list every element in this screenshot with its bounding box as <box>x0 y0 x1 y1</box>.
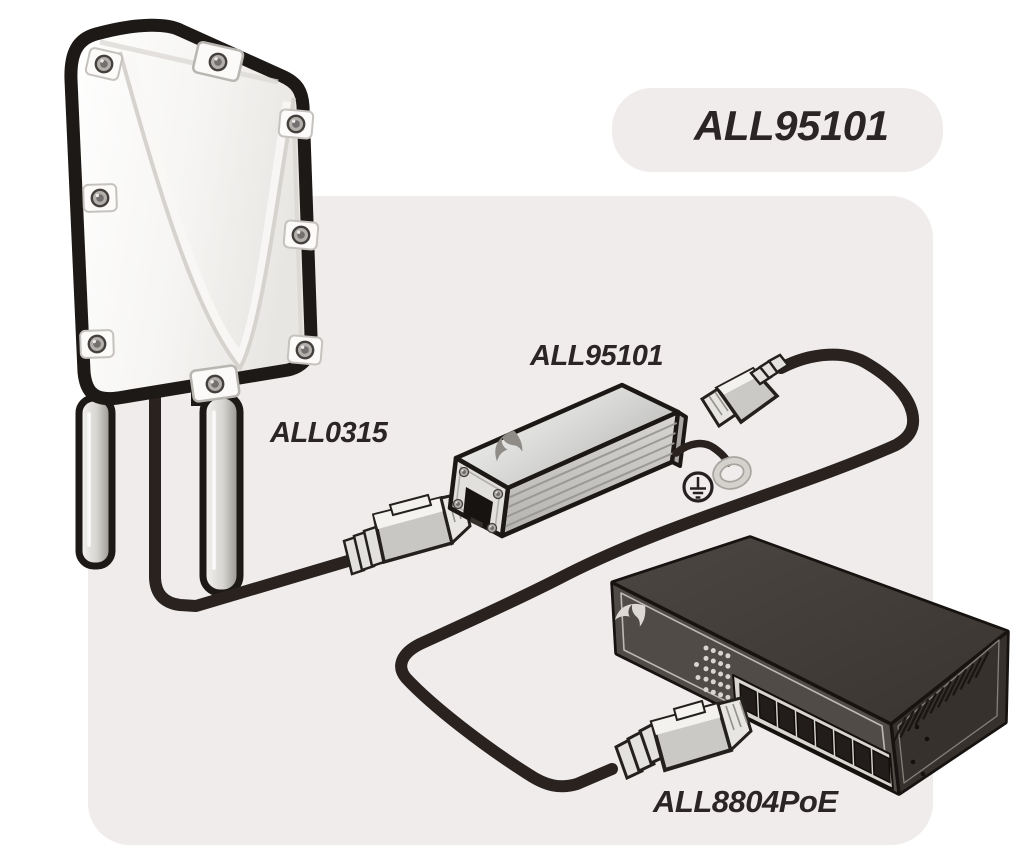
enclosure-bottom-tab <box>189 364 241 403</box>
poe-injector <box>447 382 688 539</box>
rj45-jack <box>463 487 493 530</box>
rj45-plug-ap-cable <box>342 491 472 576</box>
poe-switch <box>610 535 1010 796</box>
ground-symbol-icon <box>682 471 714 503</box>
page-title: ALL95101 <box>694 102 889 149</box>
ground-ring-washer-icon <box>712 456 752 490</box>
injector-model-label: ALL95101 <box>530 340 664 372</box>
cable-ap-to-injector <box>149 386 354 612</box>
side-vents <box>891 651 990 744</box>
enclosure-top-tab <box>191 40 245 83</box>
rj45-plug-switch-cable <box>614 696 753 781</box>
access-point-enclosure <box>64 18 323 406</box>
model-banner <box>612 88 943 172</box>
case-screws <box>910 724 930 777</box>
enclosure-swoosh <box>124 53 293 368</box>
antenna-cable-model-label: ALL0315 <box>270 417 388 449</box>
cable-injector-to-switch <box>395 348 920 793</box>
rj45-plug-injector-side <box>699 353 790 429</box>
switch-model-label: ALL8804PoE <box>653 784 838 819</box>
led-indicators <box>694 645 731 700</box>
